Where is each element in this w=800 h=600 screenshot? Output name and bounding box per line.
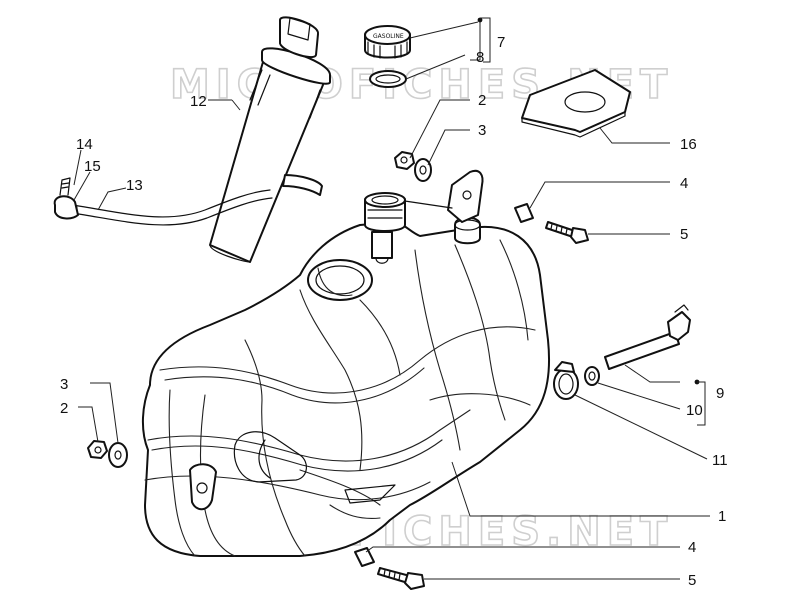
callout-15: 15 xyxy=(84,158,101,175)
nut-left[interactable] xyxy=(87,440,108,459)
callout-2-top: 2 xyxy=(478,92,486,109)
callout-16: 16 xyxy=(680,136,697,153)
callout-2-left: 2 xyxy=(60,400,68,417)
callout-14: 14 xyxy=(76,136,93,153)
outlet-seal[interactable] xyxy=(584,366,600,386)
callout-13: 13 xyxy=(126,177,143,194)
outlet-clamp[interactable] xyxy=(553,361,579,400)
callout-8: 8 xyxy=(476,49,484,66)
callout-12: 12 xyxy=(190,93,207,110)
leader-lines xyxy=(73,17,710,580)
callout-11: 11 xyxy=(712,452,728,469)
bolt-bottom[interactable] xyxy=(377,567,425,590)
callout-3-top: 3 xyxy=(478,122,486,139)
callout-3-left: 3 xyxy=(60,376,68,393)
cap-gasket[interactable] xyxy=(369,70,407,88)
cap-label: GASOLINE xyxy=(373,33,404,40)
fuel-tank[interactable] xyxy=(141,169,551,557)
rubber-pad[interactable] xyxy=(521,69,631,138)
callout-4-bottom: 4 xyxy=(688,539,696,556)
callout-1: 1 xyxy=(718,508,726,525)
bushing-top[interactable] xyxy=(514,203,534,223)
callout-9: 9 xyxy=(716,385,724,402)
hose-clamp[interactable] xyxy=(53,177,79,220)
filler-neck[interactable] xyxy=(364,192,406,264)
fuel-cap[interactable]: GASOLINE xyxy=(364,25,411,59)
fuel-outlet-pipe[interactable] xyxy=(604,304,691,370)
callout-5-bottom: 5 xyxy=(688,572,696,589)
bushing-bottom[interactable] xyxy=(354,547,375,567)
washer-left[interactable] xyxy=(108,442,128,468)
callout-10: 10 xyxy=(686,402,703,419)
fuel-level-sender[interactable] xyxy=(209,16,331,263)
bolt-top[interactable] xyxy=(545,221,589,244)
callouts: 7 8 2 3 16 4 5 12 14 15 13 3 2 9 10 11 1… xyxy=(60,34,728,589)
callout-7: 7 xyxy=(497,34,505,51)
callout-5-top: 5 xyxy=(680,226,688,243)
washer-top[interactable] xyxy=(414,158,432,182)
callout-4-top: 4 xyxy=(680,175,688,192)
nut-top[interactable] xyxy=(394,151,415,170)
